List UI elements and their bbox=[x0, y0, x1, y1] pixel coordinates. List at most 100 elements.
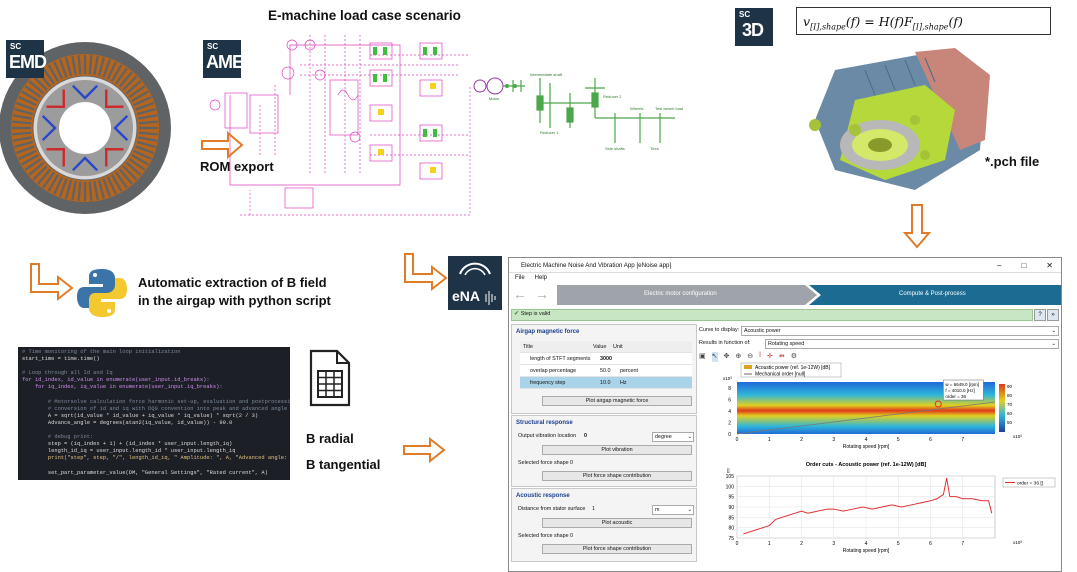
chevron-down-icon: ⌄ bbox=[687, 507, 692, 513]
minimize-icon[interactable]: – bbox=[997, 260, 1002, 270]
y-multiplier-label: x10³ bbox=[723, 376, 732, 381]
row-title: length of STFT segments bbox=[530, 355, 591, 362]
stator-slot bbox=[88, 55, 93, 75]
row-value[interactable]: 10.0 bbox=[600, 379, 611, 386]
column-header: Value bbox=[593, 343, 607, 350]
plot-acoustic-force-shape-button[interactable]: Plot force shape contribution bbox=[542, 544, 692, 554]
x-tick-label: 7 bbox=[961, 541, 964, 547]
table-row[interactable]: overlap percentage 50.0 percent bbox=[520, 365, 692, 377]
badge-sc-text: SC bbox=[739, 10, 751, 19]
pan-icon[interactable]: ✥ bbox=[723, 353, 730, 360]
pointer-icon[interactable]: ↖ bbox=[711, 352, 718, 362]
b-radial-label: B radial bbox=[306, 431, 354, 446]
cursor-icon[interactable]: ǀ bbox=[759, 352, 761, 359]
drivetrain-label: Reducer 2 bbox=[603, 94, 622, 99]
stator-slot bbox=[12, 131, 32, 136]
stator-slot bbox=[12, 120, 32, 125]
emd-badge: SC EMD bbox=[6, 40, 47, 78]
maximize-icon[interactable]: □ bbox=[1021, 260, 1027, 270]
settings-icon[interactable]: ⚙ bbox=[790, 353, 797, 360]
formula-middle: (f) = H(f)F bbox=[845, 14, 913, 29]
colorbar-tick-label: 80 bbox=[1007, 393, 1013, 398]
step-compute-postprocess[interactable]: Compute & Post-process bbox=[899, 291, 966, 297]
stator-slot bbox=[53, 61, 64, 80]
back-arrow-icon[interactable]: ← bbox=[513, 286, 527, 302]
x-tick-label: 4 bbox=[865, 437, 868, 443]
menu-file[interactable]: File bbox=[515, 275, 525, 281]
drivetrain-label: Reducer 1 bbox=[540, 130, 559, 135]
stator-slot bbox=[133, 149, 152, 160]
stator-slot bbox=[122, 75, 138, 91]
row-unit: percent bbox=[620, 367, 638, 374]
stator-slot bbox=[28, 80, 45, 95]
chevron-down-icon: ⌄ bbox=[1051, 341, 1056, 347]
force-shape-value[interactable]: 0 bbox=[570, 533, 573, 539]
x-tick-label: 2 bbox=[800, 437, 803, 443]
legend-entry: Mechanical order [null] bbox=[755, 372, 806, 378]
expand-icon[interactable]: » bbox=[1047, 309, 1059, 321]
stator-slot bbox=[138, 131, 158, 136]
table-row[interactable]: length of STFT segments 3000 bbox=[520, 353, 692, 365]
down-arrow-icon bbox=[902, 204, 932, 249]
plot-vibration-button[interactable]: Plot vibration bbox=[542, 445, 692, 455]
stator-slot bbox=[125, 161, 142, 176]
enoise-app-window: Electric Machine Noise And Vibration App… bbox=[508, 257, 1062, 572]
stator-slot bbox=[111, 64, 123, 82]
stator-slot bbox=[106, 176, 117, 195]
plot-force-shape-button[interactable]: Plot force shape contribution bbox=[542, 471, 692, 481]
drivetrain-label: Tires bbox=[650, 146, 659, 151]
y-unit-label: [] bbox=[727, 468, 730, 473]
code-line: # Time monitoring of the main loop initi… bbox=[22, 349, 181, 355]
forward-arrow-icon[interactable]: → bbox=[535, 286, 549, 302]
stator-slot bbox=[102, 178, 112, 197]
force-shape-value[interactable]: 0 bbox=[570, 460, 573, 466]
code-line: # conversion of id and iq with DQ0 conve… bbox=[22, 405, 288, 412]
row-title: overlap percentage bbox=[530, 367, 577, 374]
stator-slot bbox=[136, 108, 156, 116]
pch-file-label: *.pch file bbox=[985, 154, 1040, 169]
close-icon[interactable]: ✕ bbox=[1046, 260, 1053, 270]
drivetrain-label: Side shafts bbox=[605, 146, 625, 151]
rotor-magnet bbox=[113, 114, 129, 142]
crosshair-icon[interactable]: ✛ bbox=[766, 353, 773, 360]
save-icon[interactable]: ▣ bbox=[699, 353, 706, 360]
results-function-select[interactable]: Rotating speed⌄ bbox=[765, 339, 1059, 349]
step-navigation-bar: ← → Electric motor configuration Compute… bbox=[509, 284, 1061, 306]
zoom-in-icon[interactable]: ⊕ bbox=[735, 353, 742, 360]
y-tick-label: 4 bbox=[728, 409, 731, 415]
y-tick-label: 2 bbox=[728, 420, 731, 426]
step-electric-motor-configuration[interactable]: Electric motor configuration bbox=[644, 291, 717, 297]
code-line: # Motorsolve calculation force harmonic … bbox=[22, 398, 290, 405]
menu-help[interactable]: Help bbox=[534, 275, 548, 281]
zoom-out-icon[interactable]: ⊖ bbox=[747, 353, 754, 360]
stator-slot bbox=[137, 136, 158, 142]
column-header: Unit bbox=[613, 343, 623, 350]
double-cursor-icon[interactable]: ⇹ bbox=[778, 353, 785, 360]
stator-slot bbox=[137, 114, 158, 120]
status-text: Step is valid bbox=[520, 311, 551, 317]
row-value[interactable]: 3000 bbox=[600, 355, 612, 362]
vibration-unit-select[interactable]: degree⌄ bbox=[652, 432, 694, 442]
distance-input[interactable]: 1 bbox=[592, 506, 595, 512]
vibration-location-input[interactable]: 0 bbox=[584, 433, 587, 439]
table-row[interactable]: frequency step 10.0 Hz bbox=[520, 377, 692, 389]
force-shape-label: Selected force shape bbox=[518, 533, 569, 539]
plot-airgap-force-button[interactable]: Plot airgap magnetic force bbox=[542, 396, 692, 406]
plot-acoustic-button[interactable]: Plot acoustic bbox=[542, 518, 692, 528]
stator-slot bbox=[18, 149, 37, 160]
stator-slot bbox=[53, 176, 64, 195]
distance-unit-select[interactable]: m⌄ bbox=[652, 505, 694, 515]
curve-display-select[interactable]: Acoustic power⌄ bbox=[741, 326, 1059, 336]
stator-slot bbox=[135, 101, 154, 111]
formula-lhs-subscript: [I],shape bbox=[810, 22, 846, 32]
x-tick-label: 6 bbox=[929, 541, 932, 547]
page-title: E-machine load case scenario bbox=[268, 8, 461, 23]
code-line: Advance_angle = degrees(atan2(iq_value, … bbox=[22, 419, 233, 426]
help-icon[interactable]: ? bbox=[1034, 309, 1046, 321]
transfer-function-formula: v[I],shape(f) = H(f)F[I],shape(f) bbox=[796, 7, 1051, 35]
code-line: set_part_parameter_value(DM, "General Se… bbox=[22, 469, 268, 476]
status-bar: ✔ Step is valid bbox=[511, 309, 1033, 321]
formula-lhs: v bbox=[803, 14, 811, 29]
row-value[interactable]: 50.0 bbox=[600, 367, 611, 374]
legend-entry: order = 36 [] bbox=[1017, 481, 1043, 487]
